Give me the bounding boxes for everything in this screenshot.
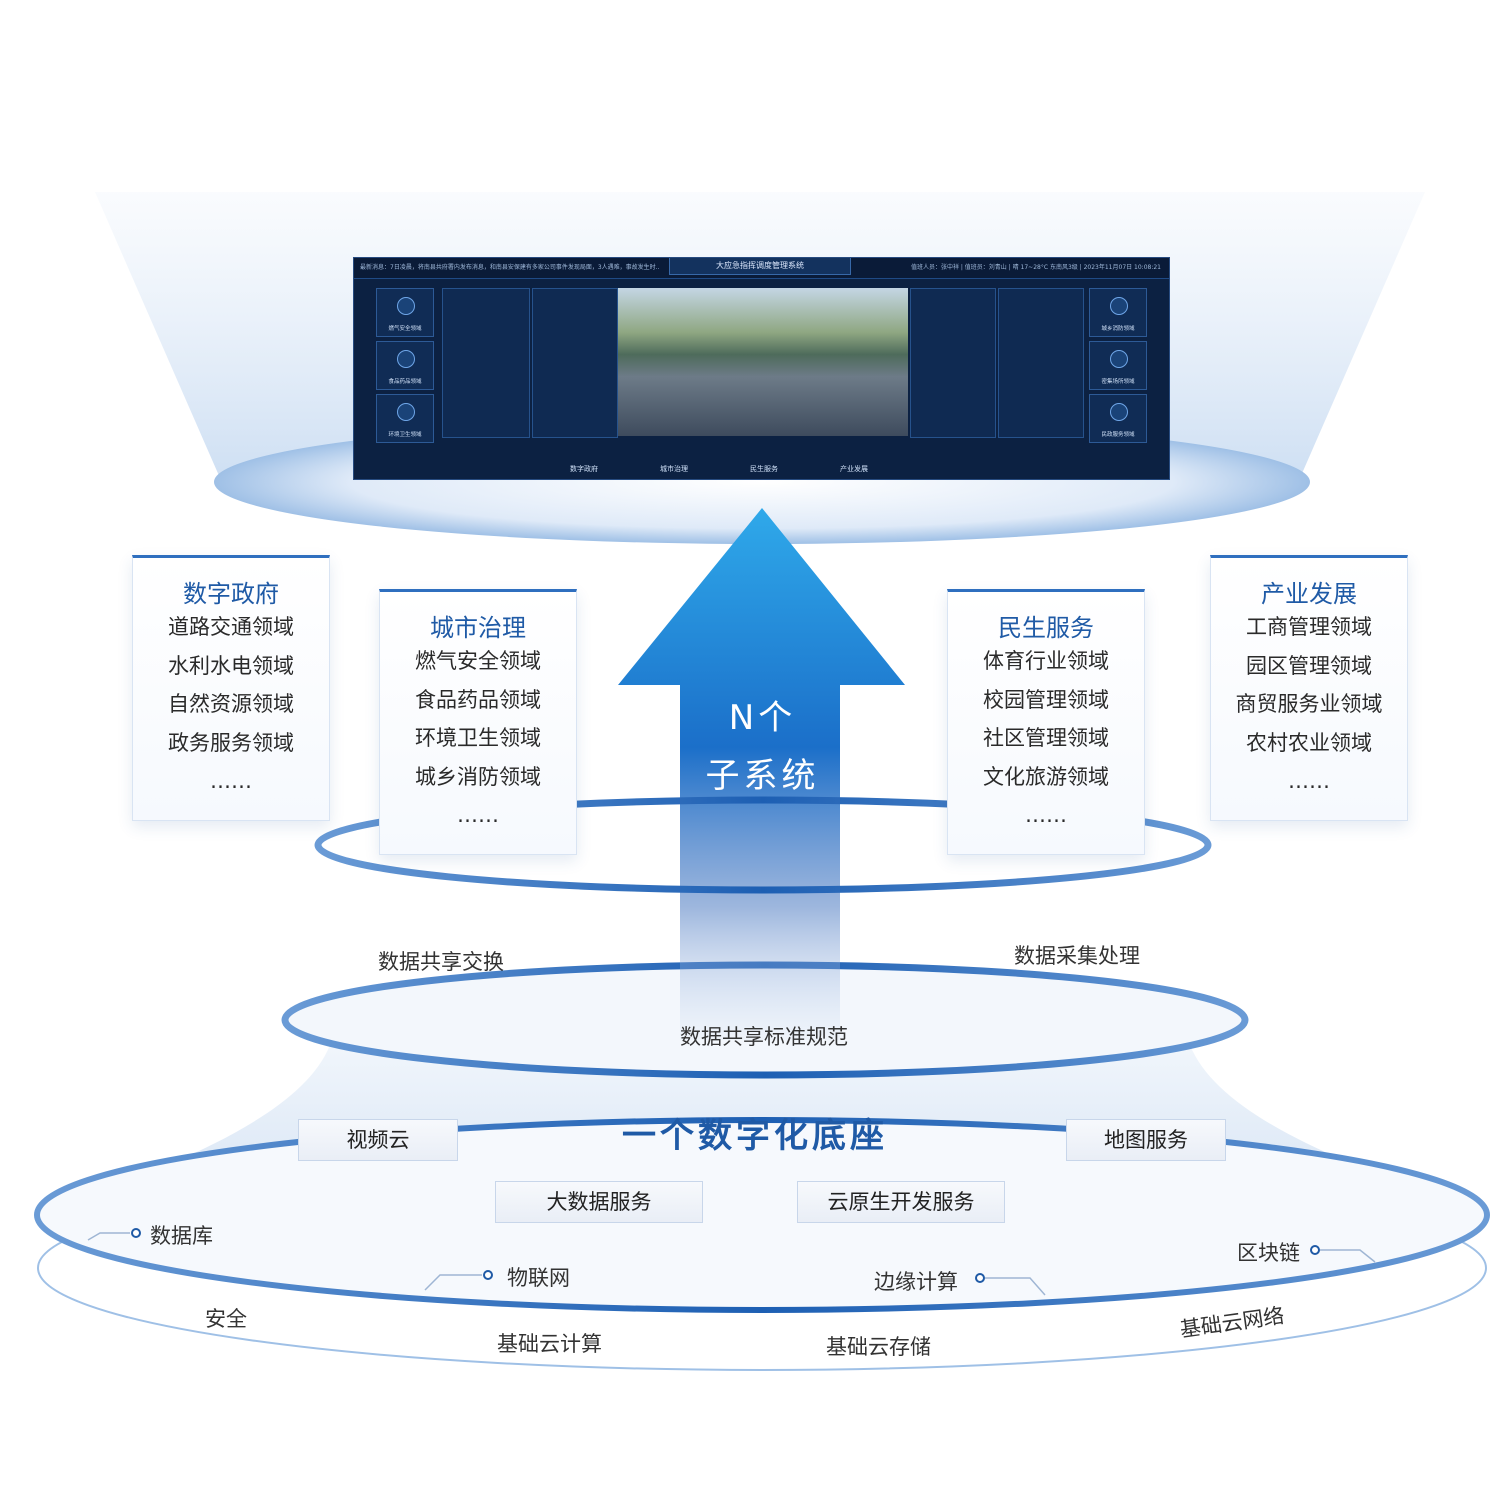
arrow-label-top: N个 (728, 698, 797, 738)
dot-edge (975, 1273, 985, 1283)
subsystem-ring (314, 796, 1212, 894)
dashboard-screenshot: 最新消息：7日凌晨，将南县共府署内发布消息，和南县安保建有多家公司事件发现局面，… (353, 257, 1170, 480)
service-icon (1110, 403, 1128, 421)
card-item: 燃气安全领域 (415, 649, 541, 673)
point-edge-computing: 边缘计算 (874, 1270, 958, 1294)
dash-right-button-1[interactable]: 城乡消防领域 (1089, 288, 1147, 337)
card-item: 园区管理领域 (1246, 653, 1372, 678)
card-title: 数字政府 (183, 580, 279, 608)
dash-nav-gov[interactable]: 数字政府 (570, 465, 598, 473)
connector-blockchain (1320, 1249, 1376, 1263)
card-title: 城市治理 (430, 614, 526, 642)
crowd-icon (1110, 350, 1128, 368)
dash-right-button-label: 城乡消防领域 (1101, 326, 1135, 332)
card-title: 产业发展 (1261, 580, 1357, 608)
leaf-icon (397, 403, 415, 421)
card-title: 民生服务 (998, 614, 1094, 642)
dashboard-user-info: 值班人员：张中祥 | 值班员：刘青山 | 晴 17~28°C 东南风3级 | 2… (910, 264, 1161, 271)
fire-alarm-icon (1110, 297, 1128, 315)
card-public-service: 民生服务 体育行业领域 校园管理领域 社区管理领域 文化旅游领域 …… (947, 589, 1145, 855)
card-item: …… (1288, 769, 1330, 793)
label-data-standard: 数据共享标准规范 (680, 1025, 848, 1049)
dashboard-nav: 数字政府 城市治理 民生服务 产业发展 (539, 456, 989, 478)
infra-cloud-compute: 基础云计算 (497, 1332, 602, 1356)
card-city-governance: 城市治理 燃气安全领域 食品药品领域 环境卫生领域 城乡消防领域 …… (379, 589, 577, 855)
point-database: 数据库 (150, 1224, 213, 1248)
dash-right-button-label: 密集场所领域 (1101, 379, 1135, 385)
point-iot: 物联网 (507, 1266, 570, 1290)
card-item: 环境卫生领域 (415, 726, 541, 750)
dash-panel-right-2 (998, 288, 1084, 438)
dashboard-topbar: 最新消息：7日凌晨，将南县共府署内发布消息，和南县安保建有多家公司事件发现局面，… (354, 258, 1169, 279)
infra-cloud-storage: 基础云存储 (826, 1335, 931, 1359)
dash-panel-right-1 (910, 288, 996, 438)
dash-right-button-label: 民政服务领域 (1101, 432, 1135, 438)
dot-blockchain (1310, 1245, 1320, 1255)
dashboard-ticker: 最新消息：7日凌晨，将南县共府署内发布消息，和南县安保建有多家公司事件发现局面，… (360, 264, 660, 271)
label-data-sharing-exchange: 数据共享交换 (378, 950, 504, 974)
dash-right-button-3[interactable]: 民政服务领域 (1089, 394, 1147, 443)
dash-left-button-label: 食品药品领域 (388, 379, 422, 385)
tag-big-data: 大数据服务 (495, 1181, 703, 1223)
card-item: 体育行业领域 (983, 649, 1109, 673)
dash-nav-industry[interactable]: 产业发展 (840, 465, 868, 473)
tag-cloud-native: 云原生开发服务 (797, 1181, 1005, 1223)
card-item: 食品药品领域 (415, 687, 541, 712)
card-item: 农村农业领域 (1246, 730, 1372, 755)
main-arrow (618, 508, 905, 1040)
card-item: …… (210, 769, 252, 793)
dash-left-button-label: 环境卫生领域 (388, 432, 422, 438)
dash-left-button-label: 燃气安全领域 (388, 326, 422, 332)
card-industry-development: 产业发展 工商管理领域 园区管理领域 商贸服务业领域 农村农业领域 …… (1210, 555, 1408, 821)
dash-panel-left-1 (442, 288, 530, 438)
card-item: 文化旅游领域 (983, 764, 1109, 789)
dash-left-button-1[interactable]: 燃气安全领域 (376, 288, 434, 337)
card-item: 校园管理领域 (983, 687, 1109, 712)
point-blockchain: 区块链 (1237, 1241, 1300, 1265)
card-item: 自然资源领域 (168, 692, 294, 716)
card-digital-government: 数字政府 道路交通领域 水利水电领域 自然资源领域 政务服务领域 …… (132, 555, 330, 821)
card-item: …… (1025, 803, 1067, 827)
card-item: 道路交通领域 (168, 615, 294, 639)
dash-nav-life[interactable]: 民生服务 (750, 465, 778, 473)
flame-icon (397, 297, 415, 315)
connector-edge (985, 1277, 1046, 1296)
dashboard-title: 大应急指挥调度管理系统 (669, 258, 851, 275)
card-item: 社区管理领域 (983, 726, 1109, 750)
dot-database (131, 1228, 141, 1238)
dash-left-button-3[interactable]: 环境卫生领域 (376, 394, 434, 443)
bottle-icon (397, 350, 415, 368)
card-item: 工商管理领域 (1246, 615, 1372, 639)
card-item: …… (457, 803, 499, 827)
connector-database (87, 1232, 130, 1241)
card-item: 商贸服务业领域 (1235, 692, 1383, 716)
base-disk (34, 1117, 1490, 1313)
dash-left-button-2[interactable]: 食品药品领域 (376, 341, 434, 390)
card-item: 政务服务领域 (168, 730, 294, 755)
card-item: 城乡消防领域 (415, 764, 541, 789)
connector-iot (424, 1274, 482, 1291)
tag-video-cloud: 视频云 (298, 1119, 458, 1161)
label-data-collection: 数据采集处理 (1014, 944, 1140, 968)
card-item: 水利水电领域 (168, 653, 294, 678)
dot-iot (483, 1270, 493, 1280)
base-title: 一个数字化底座 (622, 1116, 888, 1156)
arrow-label-bottom: 子系统 (705, 756, 820, 796)
dash-right-button-2[interactable]: 密集场所领域 (1089, 341, 1147, 390)
infra-security: 安全 (205, 1307, 247, 1331)
dash-nav-city[interactable]: 城市治理 (660, 465, 688, 473)
tag-map-service: 地图服务 (1066, 1119, 1226, 1161)
dash-city-map (618, 288, 908, 436)
dash-panel-left-2 (532, 288, 618, 438)
